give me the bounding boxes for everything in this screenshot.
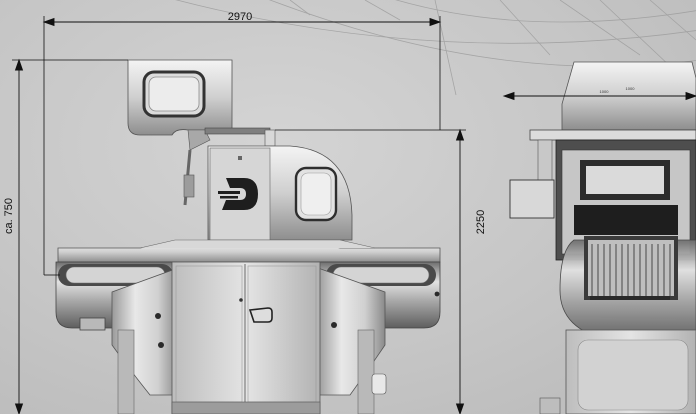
depth-label: ca. 750 xyxy=(3,198,15,234)
width-label: 2970 xyxy=(228,11,252,23)
top-rail xyxy=(204,127,271,135)
side-small-label-2: 1000 xyxy=(626,86,636,91)
base-cabinet xyxy=(171,261,321,414)
side-small-label-1: 1000 xyxy=(600,89,610,94)
cabinet-handle xyxy=(248,307,273,323)
brand-logo xyxy=(218,178,258,210)
height-label: 2250 xyxy=(475,210,487,234)
front-view-machine: D xyxy=(55,59,441,414)
dimension-lines xyxy=(12,16,696,414)
side-control-box xyxy=(509,179,555,219)
side-view-machine xyxy=(509,61,696,414)
